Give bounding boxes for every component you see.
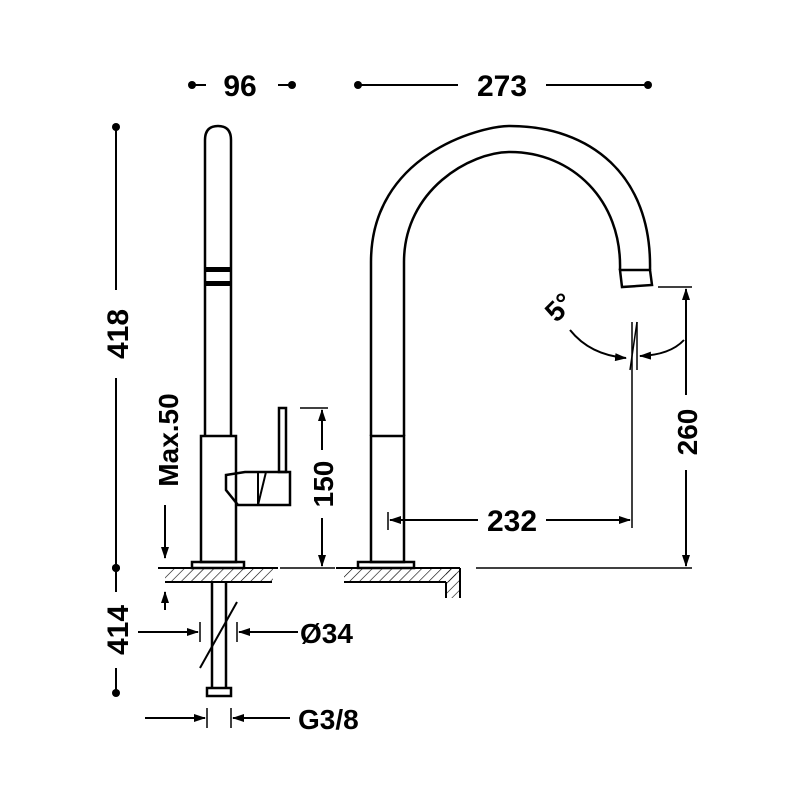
- dim-96-label: 96: [223, 70, 256, 103]
- dim-spout-offset: 232: [387, 322, 633, 538]
- dim-max50-label: Max.50: [153, 393, 184, 486]
- lever-handle: [224, 470, 292, 507]
- shank-break: [199, 601, 238, 669]
- dim-base-depth: 96: [188, 70, 296, 103]
- dim-outlet-height: 260: [658, 286, 703, 567]
- dim-hole-diameter: Ø34: [138, 618, 353, 649]
- lever-stick: [277, 406, 288, 474]
- dim-5deg-label: 5°: [539, 287, 580, 328]
- dim-273-label: 273: [477, 70, 527, 103]
- dim-total-height: 418: [102, 123, 135, 572]
- dim-below-deck: 414: [102, 564, 135, 697]
- front-deck-hatch: [344, 568, 456, 582]
- front-view: [336, 124, 692, 598]
- dim-connection-thread: G3/8: [145, 704, 359, 735]
- dim-handle-height: 150: [280, 407, 339, 569]
- aerator: [618, 268, 654, 289]
- dim-260-label: 260: [672, 409, 703, 456]
- dim-232-label: 232: [487, 505, 537, 538]
- dim-150-label: 150: [308, 461, 339, 508]
- gooseneck-outer: [369, 124, 652, 436]
- dim-max-deck: Max.50: [153, 393, 184, 610]
- side-body-block: [199, 434, 238, 564]
- dim-414-label: 414: [102, 605, 135, 655]
- dim-spout-reach: 273: [354, 70, 652, 103]
- side-view: [158, 124, 292, 698]
- side-spout-tube: [203, 124, 233, 436]
- dim-g38-label: G3/8: [298, 704, 359, 735]
- gooseneck-inner: [402, 150, 622, 436]
- dim-418-label: 418: [102, 309, 135, 359]
- connection-fitting: [205, 686, 233, 698]
- side-spout-ring: [205, 267, 231, 272]
- side-deck-hatch: [165, 568, 273, 582]
- front-body-block: [369, 434, 406, 564]
- dim-swivel-angle: 5°: [539, 287, 685, 371]
- dim-o34-label: Ø34: [300, 618, 353, 649]
- side-spout-ring-2: [205, 281, 231, 286]
